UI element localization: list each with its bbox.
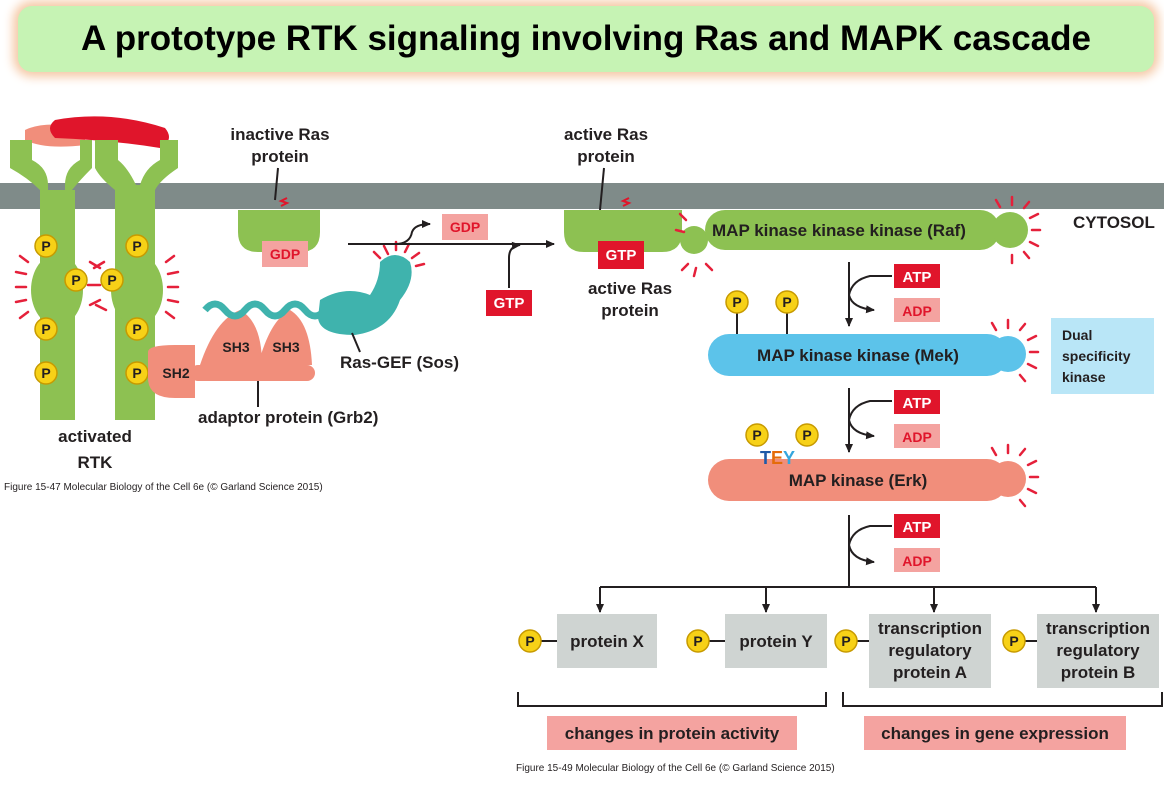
dual-specificity-label-2: specificity: [1062, 348, 1131, 364]
tf-a-label-2: regulatory: [888, 641, 972, 660]
inactive-ras-label-2: protein: [251, 147, 309, 166]
phosphate-label: P: [525, 633, 534, 649]
adp-label-2: ADP: [902, 429, 932, 445]
raf-kinase: MAP kinase kinase kinase (Raf): [674, 195, 1042, 278]
substrate-tf-b: P transcription regulatory protein B: [1002, 614, 1159, 688]
phosphate-label: P: [41, 321, 50, 337]
phosphate-label: P: [693, 633, 702, 649]
protein-x-label: protein X: [570, 632, 644, 651]
phosphate-label: P: [132, 321, 141, 337]
phosphate-label: P: [107, 272, 116, 288]
dual-specificity-box: [1051, 318, 1154, 394]
phosphate-label: P: [41, 365, 50, 381]
protein-y-label: protein Y: [739, 632, 813, 651]
plasma-membrane: [0, 183, 1164, 209]
mek-kinase: P P MAP kinase kinase (Mek): [708, 290, 1040, 383]
adp-box-1: [894, 298, 940, 322]
ras-gef-label: Ras-GEF (Sos): [340, 353, 459, 372]
tey-t: T: [760, 448, 771, 468]
sh2-domain-label: SH2: [162, 365, 189, 381]
ras-gef-sos: [202, 240, 426, 335]
page-title: A prototype RTK signaling involving Ras …: [81, 19, 1091, 58]
bracket-gene-expression: [842, 692, 1163, 707]
figure-caption-2: Figure 15-49 Molecular Biology of the Ce…: [516, 763, 835, 774]
gtp-free-label: GTP: [494, 295, 525, 312]
tf-b-label-1: transcription: [1046, 619, 1150, 638]
adp-label-1: ADP: [902, 303, 932, 319]
phosphate-label: P: [752, 427, 761, 443]
tey-e: E: [771, 448, 783, 468]
gdp-released-box: [442, 214, 488, 240]
sh3-domain-label: SH3: [272, 339, 299, 355]
erk-kinase: P P TEY MAP kinase (Erk): [708, 423, 1040, 508]
substrate-protein-y: P protein Y: [686, 614, 827, 668]
phosphate-label: P: [1009, 633, 1018, 649]
gdp-bound-box: [262, 241, 308, 267]
phosphate-label: P: [802, 427, 811, 443]
changes-activity-label: changes in protein activity: [565, 724, 780, 743]
substrate-tf-a: P transcription regulatory protein A: [834, 614, 991, 688]
phosphate-label: P: [132, 238, 141, 254]
tf-b-label-3: protein B: [1061, 663, 1136, 682]
adaptor-protein-grb2: SH3 SH3 SH2: [148, 310, 315, 398]
inactive-ras-protein: GDP: [238, 197, 320, 267]
phosphate-label: P: [71, 272, 80, 288]
gdp-bound-label: GDP: [270, 246, 300, 262]
active-ras-top-label-1: active Ras: [564, 125, 648, 144]
phosphate-label: P: [732, 294, 741, 310]
gtp-bound-label: GTP: [606, 247, 637, 264]
changes-activity-box: [547, 716, 797, 750]
adp-box-3: [894, 548, 940, 572]
tey-motif: TEY: [760, 448, 795, 468]
atp-label-1: ATP: [903, 269, 932, 286]
sh3-domain-label: SH3: [222, 339, 249, 355]
atp-box-1: [894, 264, 940, 288]
mek-label: MAP kinase kinase (Mek): [757, 346, 959, 365]
cytosol-label: CYTOSOL: [1073, 213, 1155, 232]
active-ras-protein: GTP: [564, 197, 708, 269]
changes-expression-label: changes in gene expression: [881, 724, 1109, 743]
active-ras-bottom-label-2: protein: [601, 301, 659, 320]
changes-expression-box: [864, 716, 1126, 750]
gtp-bound-box: [598, 241, 644, 269]
dual-specificity-label-3: kinase: [1062, 369, 1106, 385]
phosphate-label: P: [782, 294, 791, 310]
tf-a-label-1: transcription: [878, 619, 982, 638]
gtp-free-box: [486, 290, 532, 316]
active-ras-bottom-label-1: active Ras: [588, 279, 672, 298]
rtk-phosphate-sites: P P P P P P P P: [34, 234, 149, 385]
title-banner: A prototype RTK signaling involving Ras …: [18, 6, 1154, 72]
erk-label: MAP kinase (Erk): [789, 471, 928, 490]
phosphate-label: P: [841, 633, 850, 649]
dual-specificity-label-1: Dual: [1062, 327, 1092, 343]
raf-label: MAP kinase kinase kinase (Raf): [712, 221, 966, 240]
adaptor-protein-label: adaptor protein (Grb2): [198, 408, 378, 427]
phosphate-label: P: [132, 365, 141, 381]
phosphate-label: P: [41, 238, 50, 254]
atp-label-3: ATP: [903, 519, 932, 536]
inactive-ras-label-1: inactive Ras: [230, 125, 329, 144]
atp-box-3: [894, 514, 940, 538]
activated-rtk-label-1: activated: [58, 427, 132, 446]
gdp-released-label: GDP: [450, 219, 480, 235]
tf-b-label-2: regulatory: [1056, 641, 1140, 660]
bracket-protein-activity: [517, 692, 827, 707]
figure-caption-1: Figure 15-47 Molecular Biology of the Ce…: [4, 482, 323, 493]
active-ras-top-label-2: protein: [577, 147, 635, 166]
tey-y: Y: [783, 448, 795, 468]
activated-rtk-label-2: RTK: [78, 453, 114, 472]
tf-a-label-3: protein A: [893, 663, 967, 682]
substrate-protein-x: P protein X: [518, 614, 657, 668]
adp-label-3: ADP: [902, 553, 932, 569]
atp-label-2: ATP: [903, 395, 932, 412]
adp-box-2: [894, 424, 940, 448]
atp-box-2: [894, 390, 940, 414]
